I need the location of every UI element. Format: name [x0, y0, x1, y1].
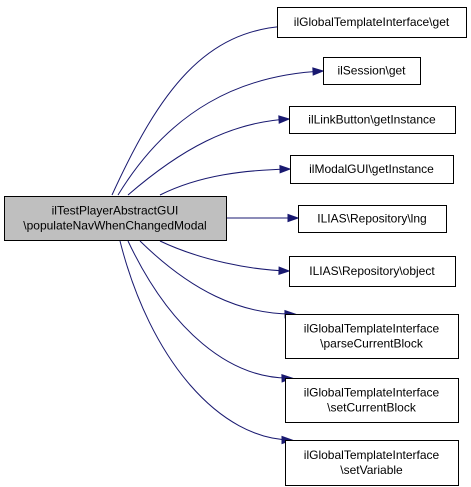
arrowhead-c4 [279, 164, 292, 174]
root-function-node-label-line-1: ilTestPlayerAbstractGUI [52, 204, 179, 218]
callee-node-9[interactable]: ilGlobalTemplateInterface\setVariable [285, 440, 459, 486]
callee-node-4-label-line-1: ilModalGUI\getInstance [309, 162, 434, 176]
callee-node-2-label-line-1: ilSession\get [337, 64, 406, 78]
arrowhead-c2 [312, 67, 325, 76]
callee-node-8-label-line-1: ilGlobalTemplateInterface [304, 386, 440, 400]
call-nodes: ilTestPlayerAbstractGUI\populateNavWhenC… [4, 7, 467, 486]
call-edge-c3 [127, 118, 290, 196]
callee-node-6-label-line-1: ILIAS\Repository\object [309, 264, 435, 278]
callee-node-3-box [289, 106, 456, 134]
callee-node-1[interactable]: ilGlobalTemplateInterface\get [277, 7, 467, 38]
callee-node-8-label-line-2: \setCurrentBlock [327, 401, 417, 415]
callee-node-6[interactable]: ILIAS\Repository\object [289, 256, 456, 287]
call-edge-c2 [117, 70, 324, 196]
callee-node-6-box [289, 256, 456, 287]
callee-node-7-label-line-2: \parseCurrentBlock [320, 337, 424, 351]
arrowhead-c5 [287, 213, 300, 223]
arrowhead-c3 [278, 115, 291, 124]
callee-node-3[interactable]: ilLinkButton\getInstance [289, 106, 456, 134]
call-edge-c6 [159, 240, 290, 272]
call-edge-c7 [139, 240, 296, 315]
callee-node-8[interactable]: ilGlobalTemplateInterface\setCurrentBloc… [285, 378, 459, 423]
callee-node-5[interactable]: ILIAS\Repository\lng [298, 205, 447, 233]
callee-node-1-label-line-1: ilGlobalTemplateInterface\get [294, 15, 450, 29]
callee-node-8-box [285, 378, 459, 423]
callee-node-4-box [290, 155, 454, 184]
callee-node-5-box [298, 205, 447, 233]
call-edge-c8 [127, 240, 293, 379]
callee-node-7-label-line-1: ilGlobalTemplateInterface [304, 322, 440, 336]
callee-node-3-label-line-1: ilLinkButton\getInstance [308, 113, 436, 127]
call-edge-c4 [159, 168, 291, 196]
callee-node-9-box [285, 440, 459, 486]
callee-node-9-label-line-1: ilGlobalTemplateInterface [304, 448, 440, 462]
call-edge-c1 [111, 25, 289, 196]
callee-node-5-label-line-1: ILIAS\Repository\lng [317, 212, 426, 226]
root-function-node-box [4, 196, 227, 241]
callee-node-2[interactable]: ilSession\get [323, 57, 421, 85]
callee-node-2-box [323, 57, 421, 85]
callee-node-7[interactable]: ilGlobalTemplateInterface\parseCurrentBl… [285, 314, 459, 359]
callee-node-9-label-line-2: \setVariable [340, 463, 403, 477]
callee-node-4[interactable]: ilModalGUI\getInstance [290, 155, 454, 184]
arrowhead-c6 [278, 266, 291, 276]
callee-node-7-box [285, 314, 459, 359]
call-edges [111, 22, 325, 445]
root-function-node-label-line-2: \populateNavWhenChangedModal [23, 219, 206, 233]
callee-node-1-box [277, 7, 467, 38]
root-function-node[interactable]: ilTestPlayerAbstractGUI\populateNavWhenC… [4, 196, 227, 241]
call-edge-c9 [119, 240, 293, 441]
